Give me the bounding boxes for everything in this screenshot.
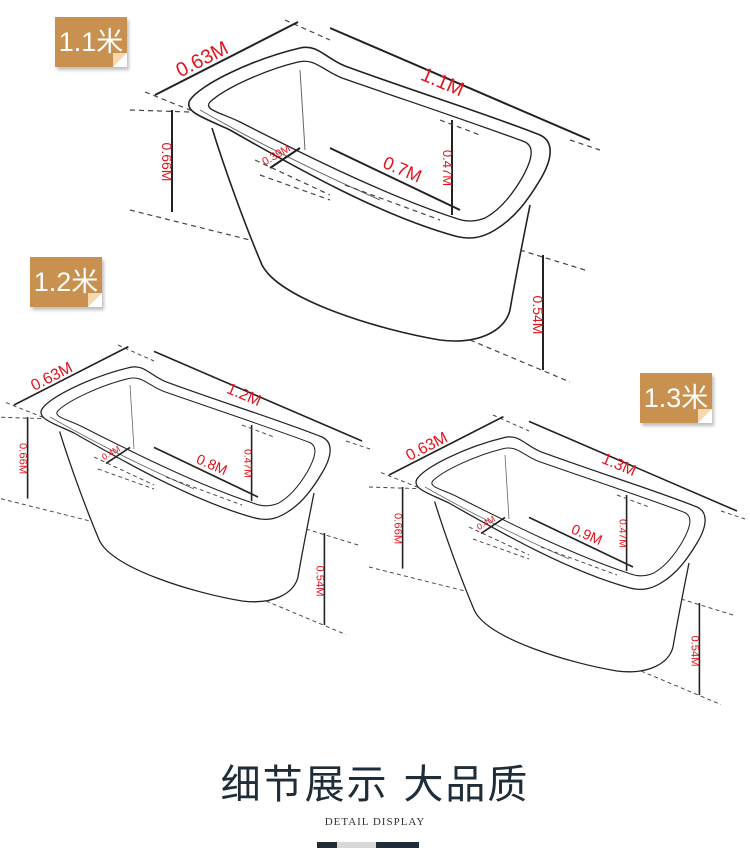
label-height: 0.66M (392, 513, 404, 544)
size-tag-1-1m: 1.1米 (55, 17, 127, 67)
tub-inner-basin (56, 377, 316, 507)
tub-body (58, 431, 315, 603)
label-width: 0.63M (173, 37, 233, 82)
divider-bar-dark-right (376, 842, 419, 848)
divider-bar-light (337, 842, 376, 848)
tub-inner-edge (199, 69, 381, 201)
label-inner-depth: 0.47M (440, 150, 455, 186)
dimension-line-width (388, 415, 504, 476)
dimension-line-width (154, 21, 299, 96)
dimension-line-inner (105, 425, 259, 502)
dimension-line-length (153, 350, 363, 442)
tub-outer-rim (415, 436, 706, 591)
section-title: 细节展示 大品质 (220, 762, 530, 808)
dimension-extension-lines (129, 19, 601, 383)
label-length: 1.3M (599, 450, 638, 480)
tub-inner-basin (431, 447, 691, 577)
size-tag-1-3m: 1.3米 (640, 373, 712, 423)
dimension-line-length (329, 27, 591, 141)
dimension-extension-lines (0, 344, 371, 636)
label-inner-depth: 0.47M (616, 519, 627, 548)
label-height: 0.66M (17, 443, 29, 474)
label-base-height: 0.54M (688, 635, 700, 666)
label-length: 1.2M (224, 380, 263, 410)
divider-bar-dark-left (317, 842, 337, 848)
label-height: 0.66M (159, 143, 175, 182)
dimension-extension-lines (368, 414, 746, 706)
label-inner-depth: 0.47M (241, 449, 252, 478)
tub-inner-basin (207, 60, 532, 222)
tub-inner-edge (49, 384, 195, 490)
tub-body (433, 501, 690, 673)
label-base-height: 0.54M (313, 565, 325, 596)
tub-outer-rim (40, 366, 331, 521)
label-length: 1.1M (418, 64, 468, 102)
dimension-line-width (13, 345, 129, 406)
section-subtitle: DETAIL DISPLAY (324, 816, 426, 828)
dimension-line-inner (269, 120, 461, 215)
size-tag-1-2m: 1.2米 (30, 257, 102, 307)
tub-inner-edge (424, 454, 570, 560)
tub-outer-rim (187, 46, 551, 239)
label-base-height: 0.54M (530, 296, 546, 335)
dimension-line-inner (480, 495, 634, 572)
tub-body (211, 127, 531, 342)
dimension-line-length (528, 420, 738, 512)
